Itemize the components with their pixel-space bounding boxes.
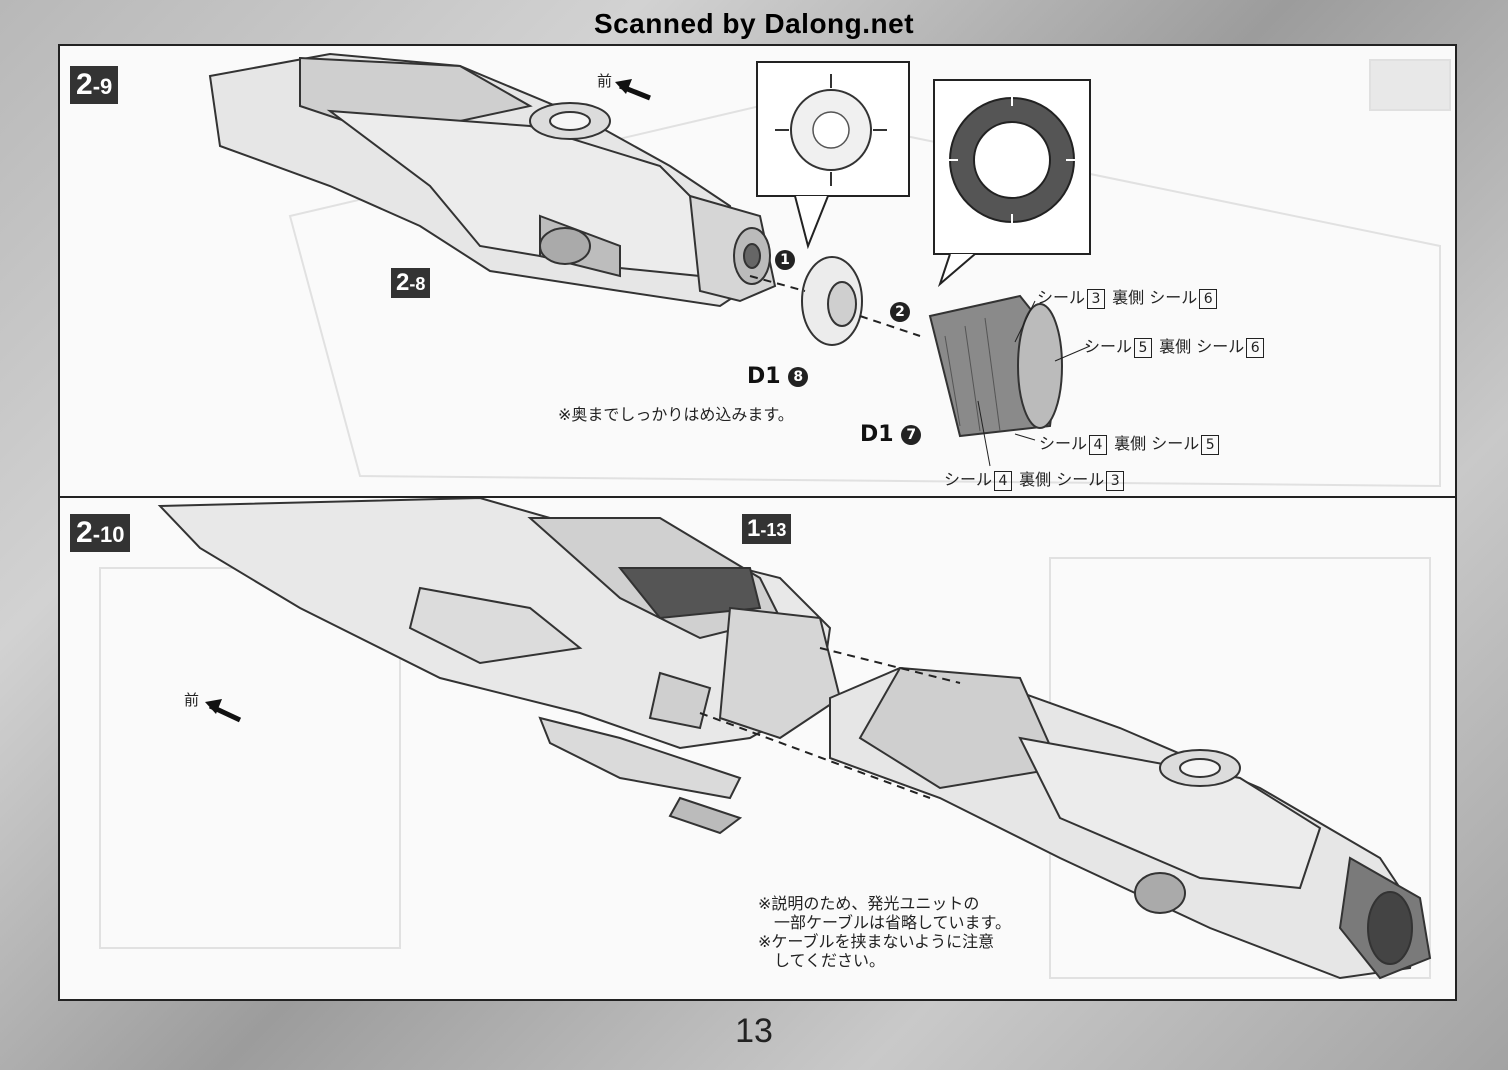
- note-line-3: ※ケーブルを挟まないように注意: [758, 932, 995, 951]
- step-number-badge: 2-10: [70, 514, 131, 552]
- step-minor: -10: [92, 522, 125, 547]
- step-number-badge: 2-9: [70, 66, 119, 104]
- scan-credit: Scanned by Dalong.net: [593, 8, 915, 39]
- back-word: 裏側: [1019, 470, 1052, 489]
- step-2-10-illustration: [99, 498, 1432, 980]
- note-line-4: してください。: [774, 951, 886, 970]
- seal-word: シール: [1037, 288, 1086, 307]
- callout-number-2: 2: [890, 302, 910, 322]
- seal-number: 4: [1089, 435, 1108, 455]
- front-direction-label: 前: [597, 72, 613, 90]
- part-code: D1: [860, 422, 894, 447]
- seal-word: シール: [1084, 337, 1133, 356]
- ref-step-major: 1: [747, 515, 761, 542]
- step-2-9-illustration: [208, 52, 1451, 488]
- seal-word: シール: [1151, 434, 1200, 453]
- seal-number: 5: [1201, 435, 1220, 455]
- step-major: 2: [76, 516, 93, 549]
- seal-word: シール: [1196, 337, 1245, 356]
- step-minor: -9: [92, 74, 113, 99]
- back-word: 裏側: [1159, 337, 1192, 356]
- step-major: 2: [76, 68, 93, 101]
- part-number: 8: [788, 367, 809, 387]
- seal-number: 6: [1246, 338, 1265, 358]
- part-label-d1-7: D1 7: [860, 422, 922, 447]
- reference-step-badge: 1-13: [742, 514, 792, 544]
- part-code: D1: [747, 364, 781, 389]
- back-word: 裏側: [1114, 434, 1147, 453]
- ref-step-minor: -8: [409, 274, 426, 294]
- ref-step-minor: -13: [760, 520, 787, 540]
- part-label-d1-8: D1 8: [747, 364, 809, 389]
- back-word: 裏側: [1112, 288, 1145, 307]
- assembly-notes: ※説明のため、発光ユニットの 一部ケーブルは省略しています。 ※ケーブルを挟まな…: [758, 894, 1011, 970]
- ref-step-major: 2: [396, 269, 410, 296]
- page-number: 13: [735, 1012, 773, 1050]
- note-line-2: 一部ケーブルは省略しています。: [774, 913, 1011, 932]
- note-line-1: ※説明のため、発光ユニットの: [758, 894, 980, 913]
- step-2-10-panel: 2-10 1-13 前 ※説明のため、発光ユニットの 一部ケーブルは省略していま…: [58, 496, 1457, 1001]
- part-number: 7: [901, 425, 922, 445]
- callout-number-1: 1: [775, 250, 795, 270]
- seal-word: シール: [1056, 470, 1105, 489]
- seal-number: 3: [1106, 471, 1125, 491]
- seal-word: シール: [1039, 434, 1088, 453]
- step-2-9-panel: 2-9 前 2-8 1 2 D1 8 D1 7 ※奥までしっかりはめ込みます。 …: [58, 44, 1457, 498]
- seal-number: 4: [994, 471, 1013, 491]
- reference-step-badge: 2-8: [391, 268, 431, 298]
- seal-word: シール: [944, 470, 993, 489]
- seal-number: 6: [1199, 289, 1218, 309]
- seal-number: 3: [1087, 289, 1106, 309]
- front-direction-label: 前: [184, 691, 200, 709]
- assembly-note: ※奥までしっかりはめ込みます。: [558, 405, 794, 424]
- seal-number: 5: [1134, 338, 1153, 358]
- seal-word: シール: [1149, 288, 1198, 307]
